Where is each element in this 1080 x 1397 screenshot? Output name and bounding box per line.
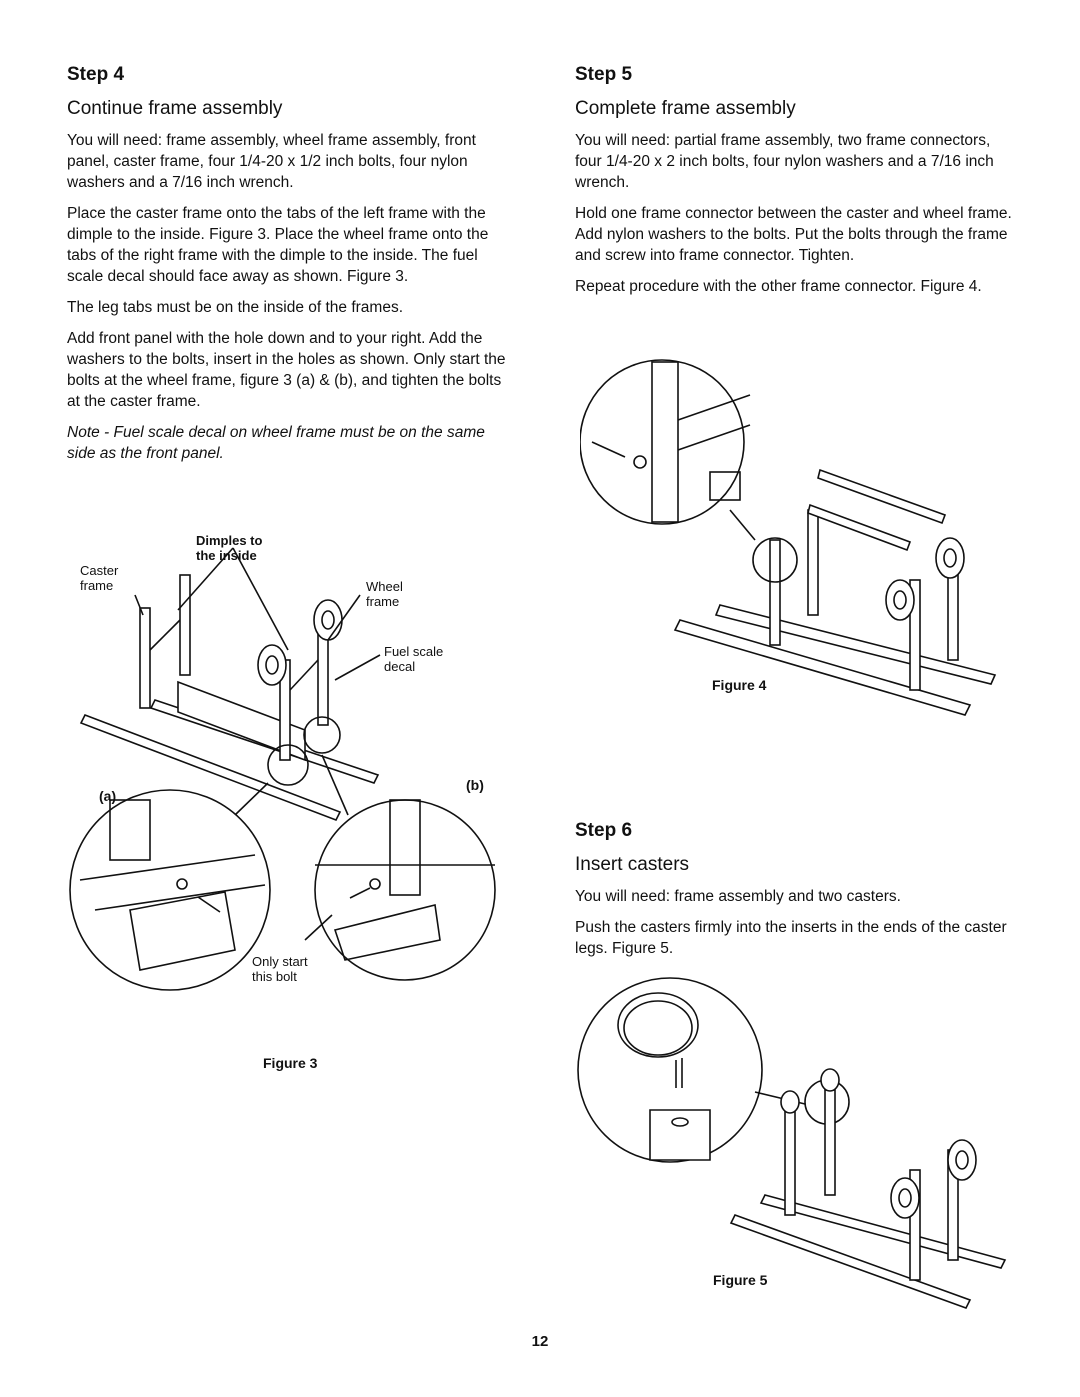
step6-paragraph: You will need: frame assembly and two ca… bbox=[575, 888, 901, 905]
step4-section: Step 4 Continue frame assembly You will … bbox=[67, 64, 507, 474]
step5-paragraph: You will need: partial frame assembly, t… bbox=[575, 132, 994, 191]
fig3-label-a: (a) bbox=[99, 788, 117, 804]
fig3-label-line: Caster bbox=[80, 563, 119, 578]
fig3-label-dimples: Dimples to the inside bbox=[196, 533, 262, 563]
step4-paragraph: The leg tabs must be on the inside of th… bbox=[67, 299, 404, 316]
step5-subtitle: Complete frame assembly bbox=[575, 98, 796, 119]
fig3-label-line: Wheel bbox=[366, 579, 403, 594]
step5-paragraph: Hold one frame connector between the cas… bbox=[575, 205, 1012, 264]
step4-title: Step 4 bbox=[67, 64, 125, 85]
page-number: 12 bbox=[531, 1333, 549, 1350]
fig3-label-fuel: Fuel scale decal bbox=[384, 644, 443, 674]
step5-paragraph: Repeat procedure with the other frame co… bbox=[575, 278, 982, 295]
fig3-label-b: (b) bbox=[466, 777, 484, 793]
figure3-illustration bbox=[69, 547, 496, 991]
fig3-label-only-start: Only start this bolt bbox=[252, 954, 308, 984]
fig3-label-line: this bolt bbox=[252, 969, 297, 984]
step6-section: Step 6 Insert casters You will need: fra… bbox=[575, 820, 1020, 969]
step6-subtitle: Insert casters bbox=[575, 854, 690, 875]
step4-paragraph: Add front panel with the hole down and t… bbox=[67, 330, 506, 410]
step6-title: Step 6 bbox=[575, 820, 633, 841]
figure3-caption: Figure 3 bbox=[263, 1055, 318, 1071]
fig3-label-line: Dimples to bbox=[196, 533, 263, 548]
fig3-label-line: decal bbox=[384, 659, 416, 674]
fig3-label-line: frame bbox=[366, 594, 400, 609]
step4-note: Note - Fuel scale decal on wheel frame m… bbox=[67, 424, 485, 462]
fig3-label-line: frame bbox=[80, 578, 114, 593]
figure5-caption: Figure 5 bbox=[713, 1272, 768, 1288]
fig3-label-line: the inside bbox=[196, 548, 257, 563]
fig3-label-wheel: Wheel frame bbox=[366, 579, 403, 609]
step4-paragraph: Place the caster frame onto the tabs of … bbox=[67, 205, 489, 285]
figure5-illustration bbox=[577, 977, 1007, 1309]
figure4-caption: Figure 4 bbox=[712, 677, 767, 693]
step5-title: Step 5 bbox=[575, 64, 633, 85]
step4-subtitle: Continue frame assembly bbox=[67, 98, 283, 119]
step4-paragraph: You will need: frame assembly, wheel fra… bbox=[67, 132, 476, 191]
fig3-label-line: Only start bbox=[252, 954, 308, 969]
figure4-illustration bbox=[580, 359, 997, 716]
step5-section: Step 5 Complete frame assembly You will … bbox=[575, 64, 1020, 307]
step6-paragraph: Push the casters firmly into the inserts… bbox=[575, 919, 1007, 957]
fig3-label-caster: Caster frame bbox=[80, 563, 118, 593]
fig3-label-line: Fuel scale bbox=[384, 644, 444, 659]
